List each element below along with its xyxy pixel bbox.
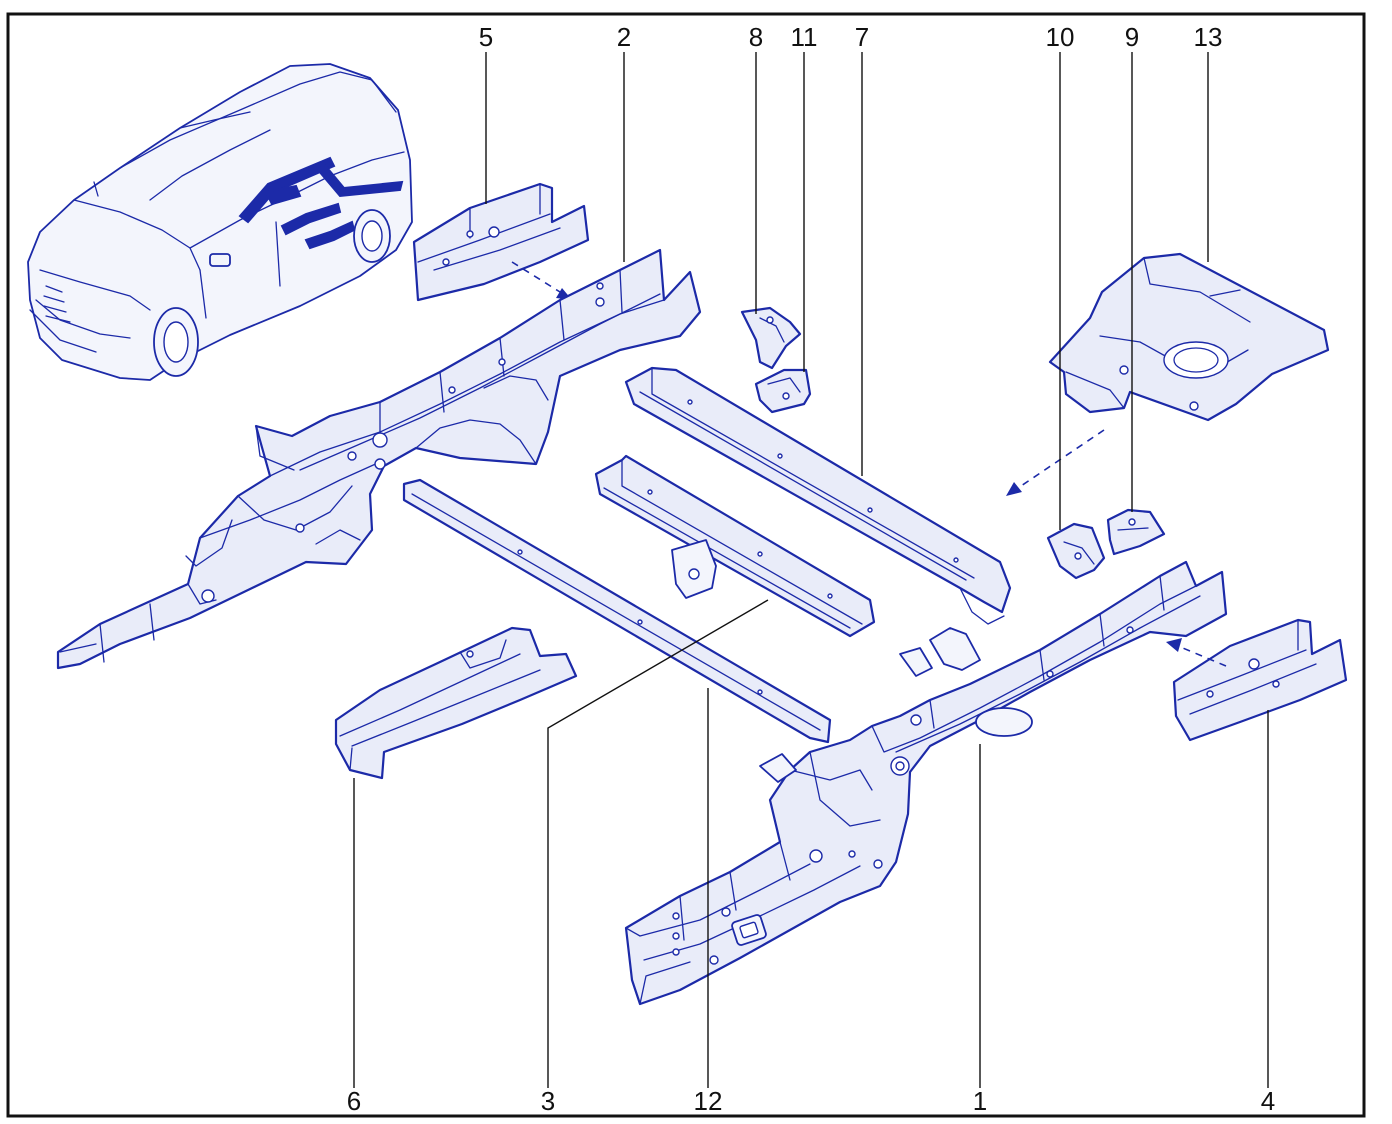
- part-2-left-side-member: [56, 248, 702, 670]
- callout-10: 10: [1046, 22, 1075, 52]
- part-8-bracket: [740, 306, 802, 370]
- part-6-reinforcement: [334, 626, 578, 780]
- callout-5: 5: [479, 22, 493, 52]
- dashed-arrow-5-to-2: [511, 261, 561, 293]
- diagram-frame: [6, 12, 1366, 1118]
- vehicle-thumbnail: [27, 63, 413, 381]
- part-10-bracket: [1046, 522, 1106, 580]
- part-5-reinforcement: [412, 182, 590, 302]
- part-12-tie-bar: [402, 478, 832, 744]
- callout-11: 11: [791, 22, 818, 52]
- part-4-reinforcement: [1172, 618, 1348, 742]
- part-11-bracket: [754, 368, 812, 414]
- part-3-cross-member: [594, 454, 876, 638]
- part-9-bracket: [1106, 508, 1166, 556]
- callout-8: 8: [749, 22, 763, 52]
- leader-line-3: [547, 599, 769, 1088]
- callout-6: 6: [347, 1086, 361, 1116]
- part-13-floor-panel: [1048, 252, 1330, 422]
- leader-lines: [353, 52, 1269, 1088]
- part-1-right-side-member: [624, 560, 1228, 1006]
- dashed-arrow-13-to-1: [1017, 429, 1105, 489]
- callout-7: 7: [855, 22, 869, 52]
- callout-4: 4: [1261, 1086, 1275, 1116]
- callout-9: 9: [1125, 22, 1139, 52]
- callout-12: 12: [694, 1086, 723, 1116]
- callout-numbers: 5 2 8 11 7 10 9 13 6 3 12 1 4: [347, 22, 1275, 1116]
- callout-3: 3: [541, 1086, 555, 1116]
- callout-13: 13: [1194, 22, 1223, 52]
- part-7-cross-member: [624, 366, 1012, 625]
- arrowhead-4-to-1: [1166, 638, 1182, 652]
- callout-2: 2: [617, 22, 631, 52]
- callout-1: 1: [973, 1086, 987, 1116]
- arrowhead-13-to-1: [1006, 482, 1022, 496]
- dashed-arrow-4-to-1: [1177, 645, 1227, 667]
